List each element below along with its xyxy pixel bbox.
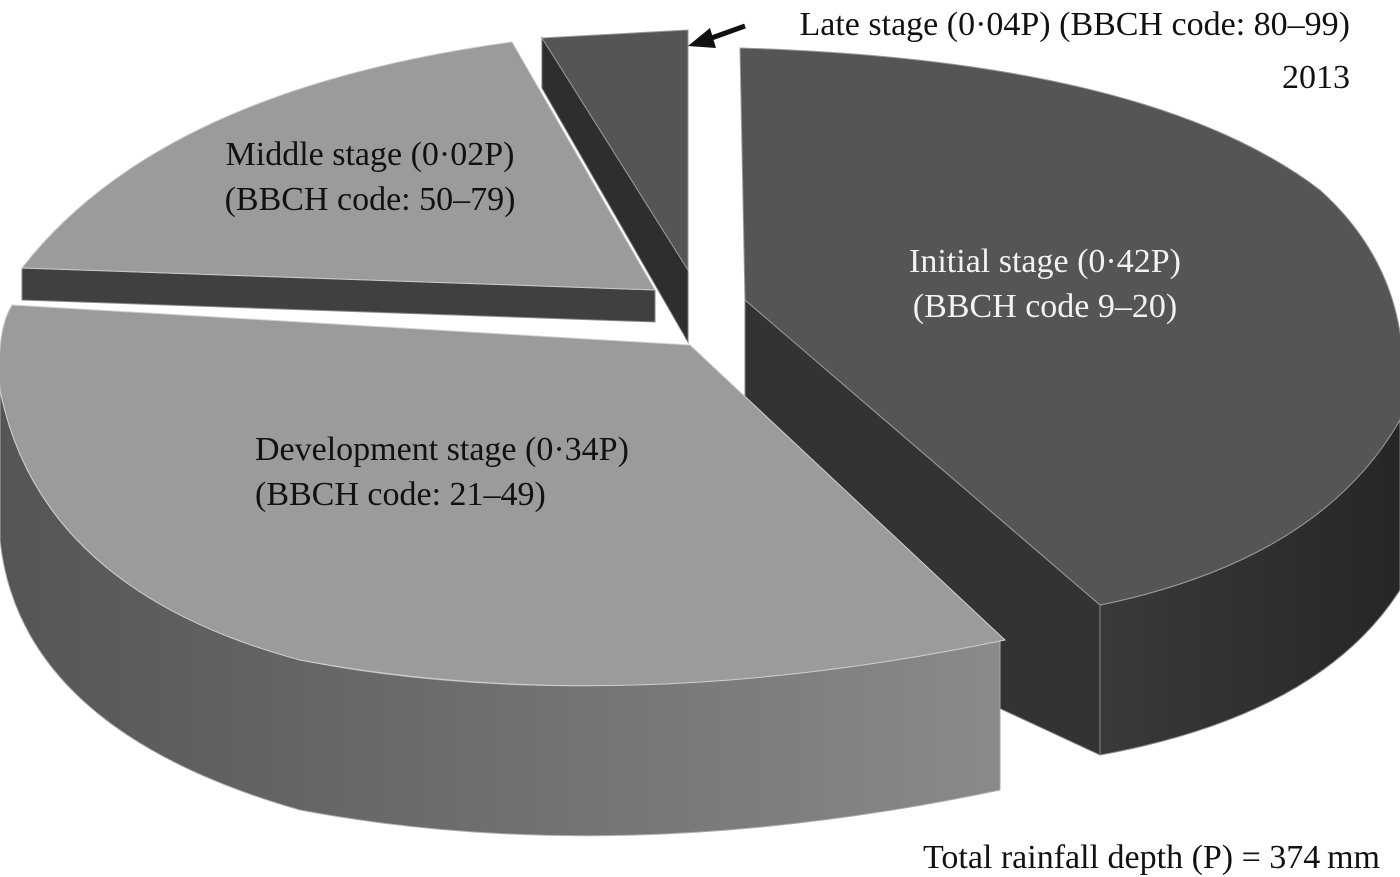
total-rainfall-note: Total rainfall depth (P) = 374 mm <box>923 839 1380 876</box>
slice-initial-stage <box>739 47 1400 756</box>
slice-initial-stage-top <box>739 47 1400 606</box>
slice-label-development-stage-line2: (BBCH code: 21–49) <box>255 476 546 513</box>
slice-late-stage <box>541 29 689 344</box>
slice-late-stage-top <box>541 29 689 272</box>
slice-middle-stage-top <box>21 41 656 291</box>
slice-label-middle-stage-line2: (BBCH code: 50–79) <box>225 181 516 218</box>
slice-middle-stage <box>21 41 656 323</box>
slice-label-late-stage: Late stage (0·04P) (BBCH code: 80–99) <box>800 6 1351 43</box>
late-stage-arrow <box>688 23 746 48</box>
slice-development-stage-top <box>0 304 1007 687</box>
slice-label-development-stage-line1: Development stage (0·34P) <box>255 431 629 468</box>
chart-title: 2013 <box>1282 59 1350 96</box>
slice-label-initial-stage-line2: (BBCH code 9–20) <box>913 288 1177 325</box>
slice-label-initial-stage-line1: Initial stage (0·42P) <box>909 243 1181 280</box>
slice-development-stage <box>0 304 1007 837</box>
late-stage-arrow-head <box>688 28 716 48</box>
slice-label-middle-stage-line1: Middle stage (0·02P) <box>226 136 515 173</box>
